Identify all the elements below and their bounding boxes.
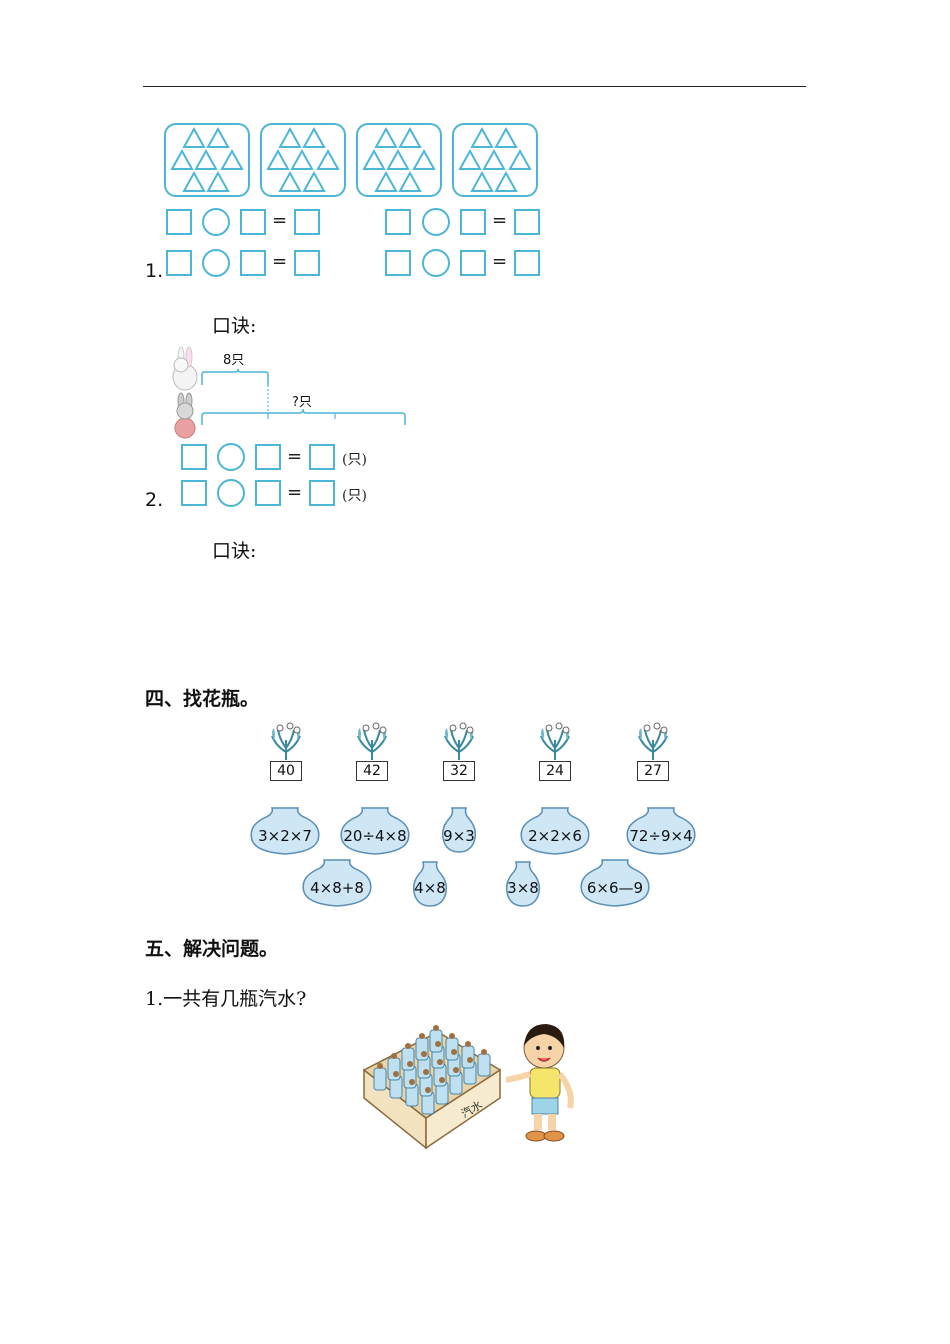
answer-box[interactable] [514,250,540,276]
vase-expression: 6×6—9 [587,879,643,897]
operator-circle[interactable] [422,208,450,236]
vase-icon [340,807,410,855]
equals-sign: = [287,482,303,503]
answer-box[interactable] [181,480,207,506]
q2-chant-label: 口诀: [212,540,257,562]
boy-icon [505,1024,574,1142]
bracket-bottom-label: ?只 [292,395,312,410]
flower-number: 27 [637,761,669,781]
triangles-icon [458,126,532,192]
unit-label: (只) [342,452,367,468]
section5-heading: 五、解决问题。 [145,938,279,960]
white-rabbit-icon [172,346,198,391]
unit-label: (只) [342,488,367,504]
section4-heading: 四、找花瓶。 [145,688,260,710]
answer-box[interactable] [385,209,411,235]
vase-expression: 72÷9×4 [629,827,692,845]
soda-crate-illustration: 汽水 [362,1024,574,1150]
q1-number: 1. [145,260,164,282]
flower-icon [540,722,570,760]
flower-icon [357,722,387,760]
vase-expression: 3×2×7 [258,827,312,845]
triangle-group [164,123,250,197]
grey-rabbit-icon [174,392,196,439]
answer-box[interactable] [309,444,335,470]
answer-box[interactable] [255,444,281,470]
flower-icon [444,722,474,760]
triangle-group [452,123,538,197]
vase-icon [250,807,320,855]
vase-expression: 3×8 [507,879,539,897]
triangle-group [356,123,442,197]
flower-icon [638,722,668,760]
triangles-icon [170,126,244,192]
vase-icon [580,859,650,907]
vase-icon [412,861,448,907]
answer-box[interactable] [309,480,335,506]
vase-icon [302,859,372,907]
vase-icon [520,807,590,855]
equals-sign: = [492,210,508,231]
flower-number: 24 [539,761,571,781]
vase-icon [505,861,541,907]
vase-expression: 20÷4×8 [343,827,406,845]
answer-box[interactable] [294,250,320,276]
q1-chant-label: 口诀: [212,315,257,337]
equals-sign: = [287,446,303,467]
vase-icon [626,807,696,855]
rabbit-diagram [172,346,406,439]
answer-box[interactable] [385,250,411,276]
vase-expression: 4×8+8 [310,879,364,897]
answer-box[interactable] [460,250,486,276]
bracket-top-label: 8只 [223,353,245,368]
vase-expression: 4×8 [414,879,446,897]
triangle-group [260,123,346,197]
vase-expression: 2×2×6 [528,827,582,845]
section5-q1-text: 1.一共有几瓶汽水? [145,988,307,1010]
answer-box[interactable] [255,480,281,506]
answer-box[interactable] [240,209,266,235]
answer-box[interactable] [240,250,266,276]
equals-sign: = [492,251,508,272]
answer-box[interactable] [294,209,320,235]
flower-number: 42 [356,761,388,781]
answer-box[interactable] [166,209,192,235]
flower-icon [271,722,301,760]
operator-circle[interactable] [202,249,230,277]
equals-sign: = [272,210,288,231]
operator-circle[interactable] [422,249,450,277]
answer-box[interactable] [181,444,207,470]
operator-circle[interactable] [217,443,245,471]
operator-circle[interactable] [217,479,245,507]
flower-number: 40 [270,761,302,781]
header-rule [143,86,806,87]
answer-box[interactable] [166,250,192,276]
answer-box[interactable] [514,209,540,235]
equals-sign: = [272,251,288,272]
vases-area: 3×2×7 20÷4×8 9×3 2×2×6 72÷9×4 4×8+8 4×8 … [250,807,696,907]
q2-number: 2. [145,489,164,511]
answer-box[interactable] [460,209,486,235]
flower-number: 32 [443,761,475,781]
triangles-icon [362,126,436,192]
triangles-icon [266,126,340,192]
operator-circle[interactable] [202,208,230,236]
vase-expression: 9×3 [443,827,475,845]
vase-icon [441,807,477,853]
